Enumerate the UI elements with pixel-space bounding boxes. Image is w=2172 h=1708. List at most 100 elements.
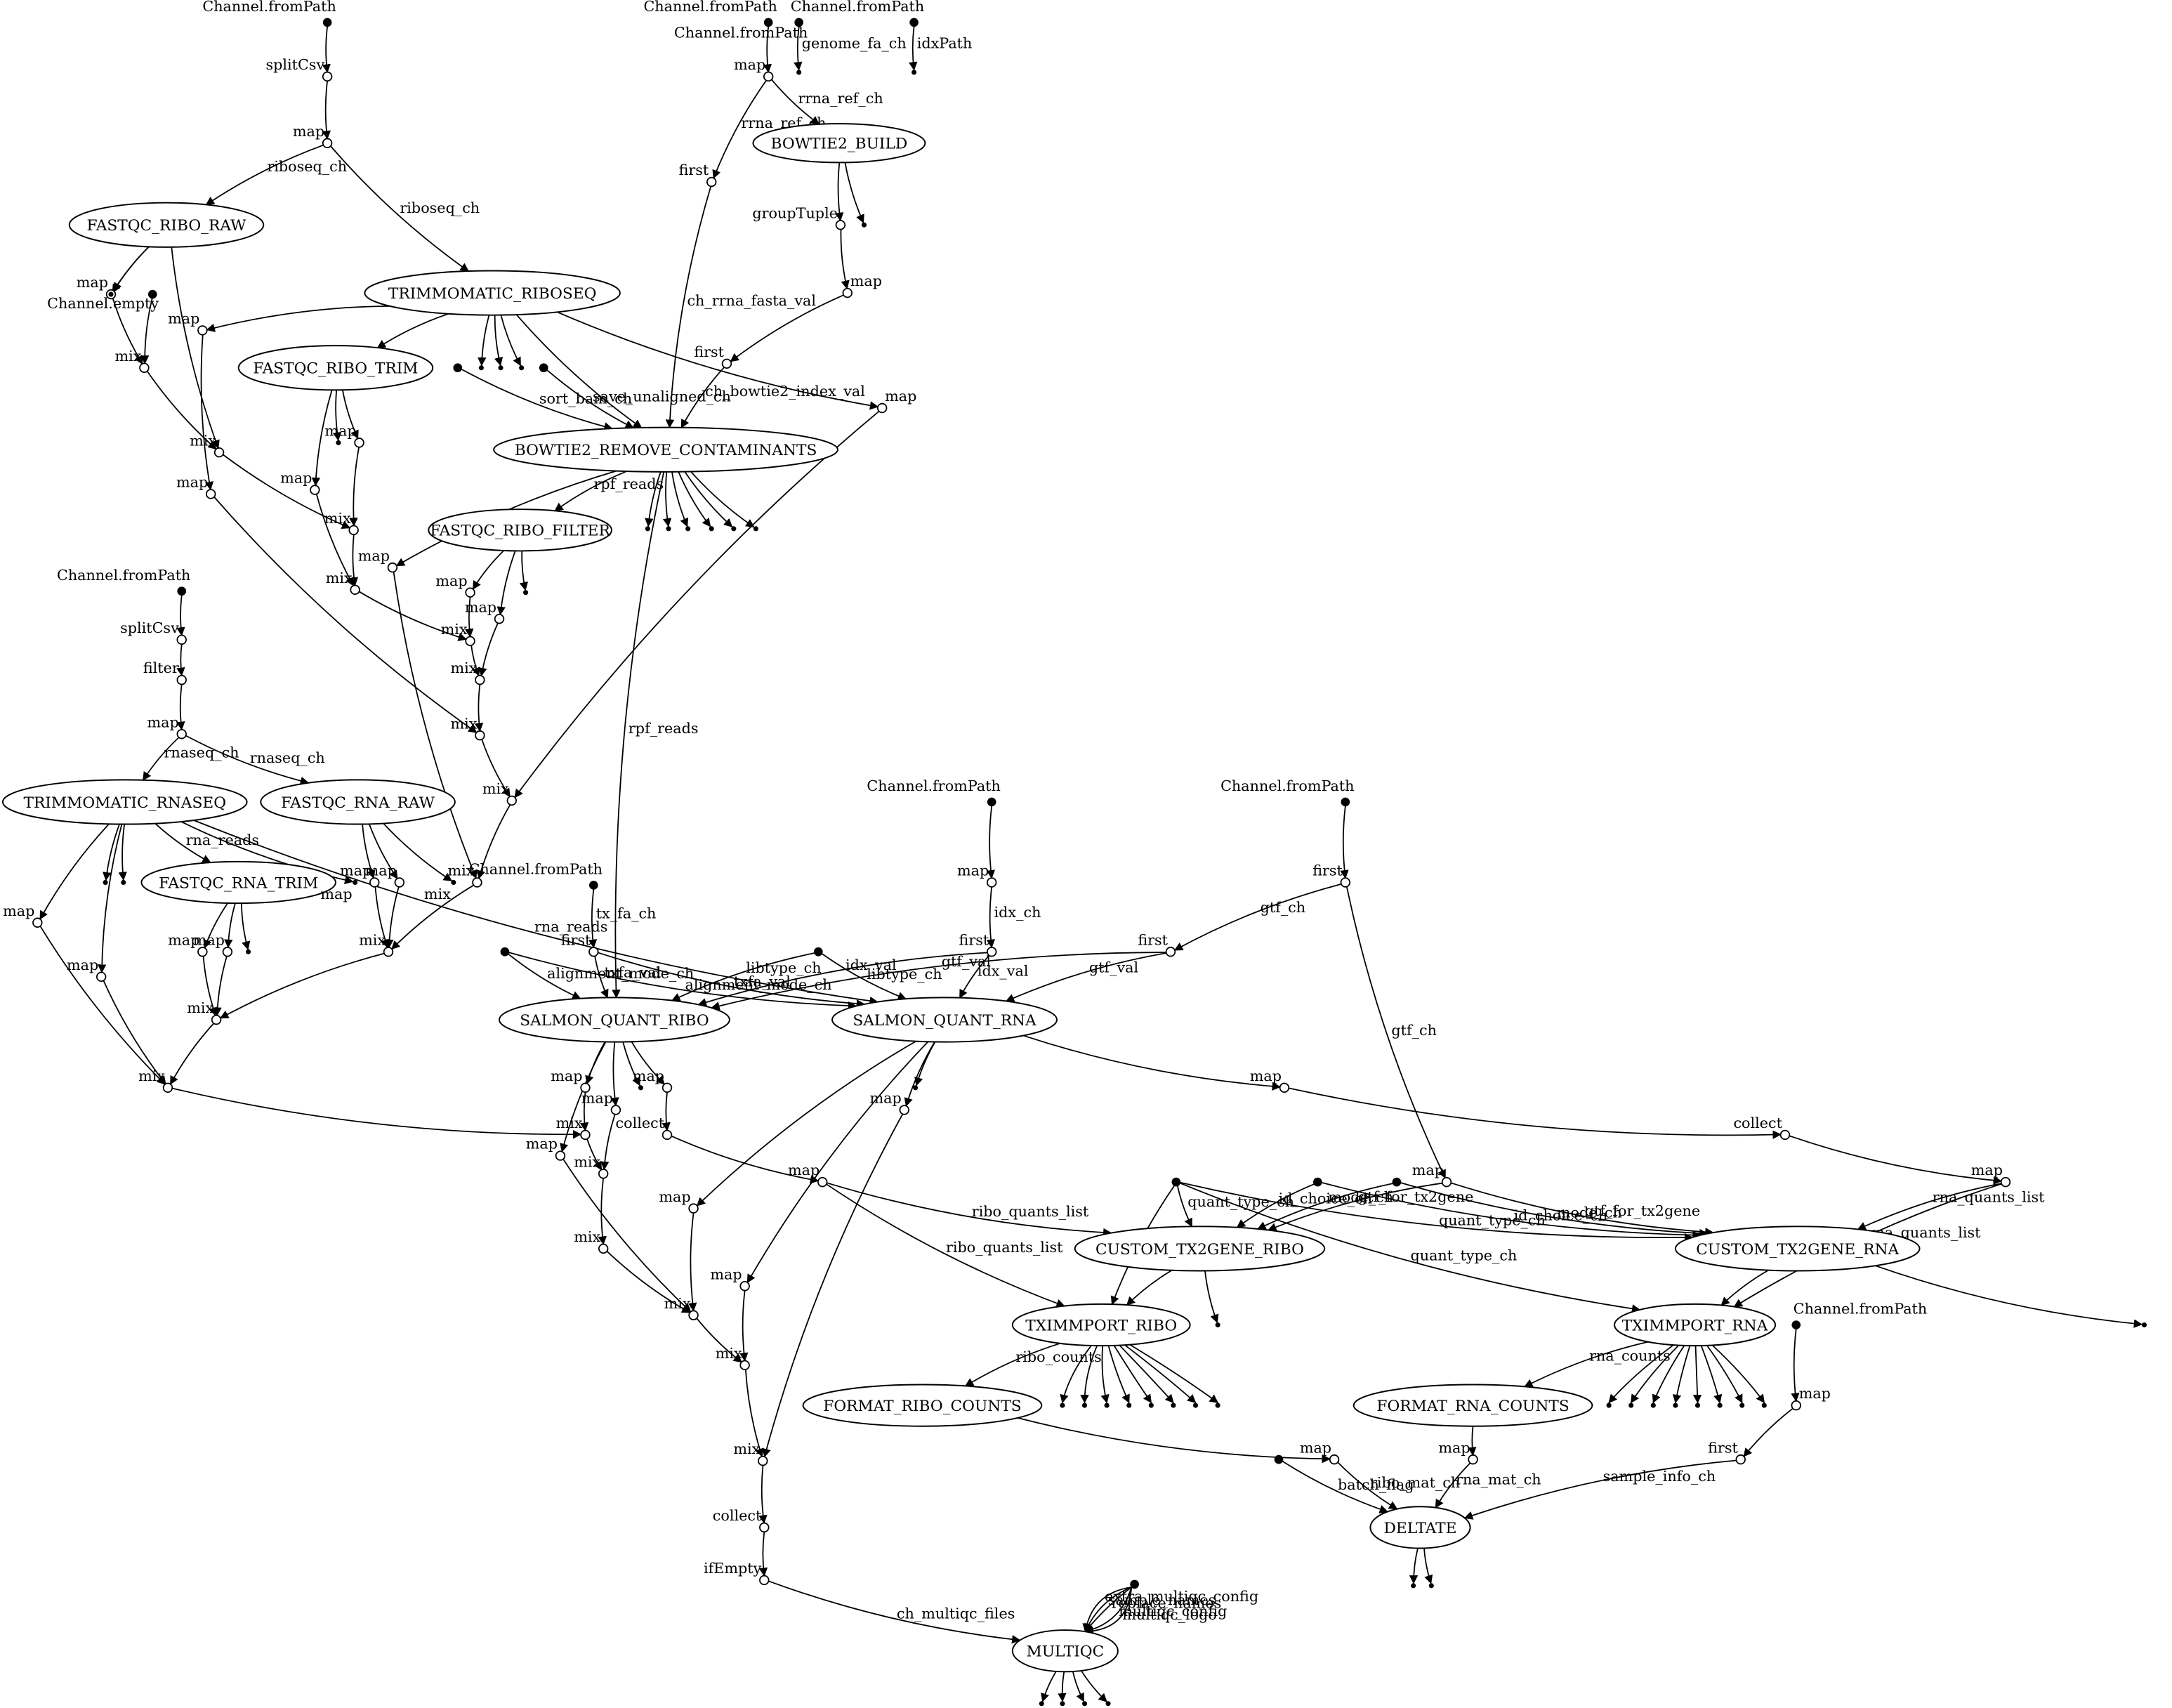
operator-node[interactable] — [759, 1575, 770, 1586]
operator-node[interactable] — [465, 636, 475, 647]
operator-node[interactable] — [835, 220, 846, 230]
process-node[interactable]: CUSTOM_TX2GENE_RNA — [1674, 1226, 1921, 1272]
operator-node[interactable] — [348, 525, 359, 536]
operator-node[interactable] — [322, 71, 333, 82]
operator-node[interactable] — [176, 634, 187, 645]
process-node[interactable]: BOWTIE2_BUILD — [752, 123, 926, 164]
operator-node[interactable] — [580, 1082, 591, 1093]
operator-node[interactable] — [387, 562, 398, 573]
operator-node[interactable] — [1735, 1454, 1746, 1465]
process-node[interactable]: SALMON_QUANT_RIBO — [499, 997, 730, 1043]
operator-node[interactable] — [197, 325, 208, 336]
operator-node[interactable] — [176, 728, 187, 740]
operator-node[interactable] — [197, 947, 208, 957]
operator-node[interactable] — [1468, 1454, 1478, 1465]
process-node[interactable]: SALMON_QUANT_RNA — [831, 997, 1058, 1043]
operator-node[interactable] — [610, 1105, 621, 1115]
process-node[interactable]: DELTATE — [1369, 1506, 1471, 1549]
operator-node[interactable] — [213, 447, 225, 458]
operator-node[interactable] — [369, 877, 380, 888]
operator-node[interactable] — [588, 947, 599, 957]
operator-node[interactable] — [842, 287, 853, 298]
operator-node[interactable] — [475, 730, 485, 741]
source-node[interactable] — [1313, 1177, 1322, 1187]
operator-node[interactable] — [739, 1281, 750, 1292]
operator-node[interactable] — [506, 795, 518, 806]
process-node[interactable]: FASTQC_RIBO_TRIM — [237, 345, 434, 391]
operator-node[interactable] — [475, 674, 485, 685]
source-node[interactable] — [322, 18, 332, 27]
process-node[interactable]: FASTQC_RNA_TRIM — [140, 860, 336, 905]
source-node[interactable] — [763, 18, 773, 27]
operator-node[interactable] — [354, 438, 364, 448]
operator-node[interactable] — [465, 587, 475, 598]
operator-node[interactable] — [555, 1150, 566, 1161]
process-node[interactable]: MULTIQC — [1011, 1629, 1119, 1673]
process-node[interactable]: FORMAT_RIBO_COUNTS — [802, 1384, 1043, 1427]
operator-node[interactable] — [739, 1360, 750, 1371]
process-node[interactable]: TRIMMOMATIC_RIBOSEQ — [364, 270, 621, 316]
operator-node[interactable] — [763, 71, 774, 82]
source-node[interactable] — [500, 947, 510, 957]
source-node[interactable] — [539, 363, 548, 373]
operator-node[interactable] — [162, 1082, 173, 1093]
operator-node[interactable] — [876, 402, 888, 414]
operator-node[interactable] — [383, 947, 394, 957]
process-node[interactable]: TRIMMOMATIC_RNASEQ — [1, 779, 248, 825]
operator-node[interactable] — [1279, 1082, 1290, 1093]
operator-node[interactable] — [310, 485, 320, 495]
process-node[interactable]: FASTQC_RIBO_RAW — [68, 202, 265, 248]
operator-node[interactable] — [494, 614, 505, 624]
operator-node[interactable] — [899, 1105, 909, 1115]
operator-node[interactable] — [688, 1310, 699, 1320]
operator-node[interactable] — [32, 917, 43, 928]
operator-node[interactable] — [986, 947, 997, 957]
operator-node[interactable] — [688, 1203, 699, 1214]
operator-node[interactable] — [472, 877, 482, 888]
operator-node[interactable] — [1165, 947, 1176, 957]
source-node[interactable] — [1171, 1177, 1181, 1187]
source-node[interactable] — [1341, 797, 1350, 807]
operator-node[interactable] — [706, 176, 717, 188]
operator-node[interactable] — [222, 947, 233, 957]
operator-node[interactable] — [986, 877, 997, 888]
operator-node[interactable] — [1441, 1176, 1452, 1188]
operator-node[interactable] — [758, 1455, 768, 1466]
source-node[interactable] — [1392, 1177, 1402, 1187]
operator-node[interactable] — [2000, 1176, 2011, 1188]
operator-node[interactable] — [350, 584, 360, 595]
operator-node[interactable] — [598, 1243, 609, 1254]
operator-node[interactable] — [817, 1176, 828, 1188]
operator-node[interactable] — [176, 674, 187, 685]
source-node[interactable] — [909, 18, 919, 27]
source-node[interactable] — [1130, 1579, 1139, 1589]
process-node[interactable]: FORMAT_RNA_COUNTS — [1352, 1384, 1593, 1427]
process-node[interactable]: FASTQC_RIBO_FILTER — [428, 508, 613, 552]
source-node[interactable] — [987, 797, 996, 807]
operator-node[interactable] — [580, 1129, 591, 1141]
process-node[interactable]: TXIMMPORT_RNA — [1614, 1303, 1777, 1347]
operator-node[interactable] — [1779, 1129, 1791, 1141]
process-node[interactable]: TXIMMPORT_RIBO — [1011, 1303, 1191, 1347]
source-node[interactable] — [813, 947, 823, 957]
source-node[interactable] — [1791, 1320, 1801, 1329]
source-node[interactable] — [1274, 1454, 1284, 1464]
operator-node[interactable] — [598, 1169, 609, 1179]
operator-node[interactable] — [721, 358, 732, 369]
source-node[interactable] — [177, 586, 187, 596]
operator-node[interactable] — [1329, 1454, 1340, 1465]
operator-node[interactable] — [211, 1014, 222, 1025]
operator-node[interactable] — [662, 1129, 673, 1141]
operator-node[interactable] — [759, 1522, 770, 1533]
source-node[interactable] — [453, 363, 463, 373]
source-node[interactable] — [794, 18, 803, 27]
process-node[interactable]: BOWTIE2_REMOVE_CONTAMINANTS — [493, 426, 838, 473]
operator-node[interactable] — [96, 971, 107, 983]
process-node[interactable]: FASTQC_RNA_RAW — [260, 779, 456, 825]
operator-node[interactable] — [394, 877, 405, 888]
operator-node[interactable] — [662, 1082, 673, 1093]
process-node[interactable]: CUSTOM_TX2GENE_RIBO — [1074, 1226, 1326, 1272]
operator-node[interactable] — [322, 138, 333, 148]
operator-node[interactable] — [139, 362, 150, 373]
operator-node[interactable] — [206, 489, 216, 499]
